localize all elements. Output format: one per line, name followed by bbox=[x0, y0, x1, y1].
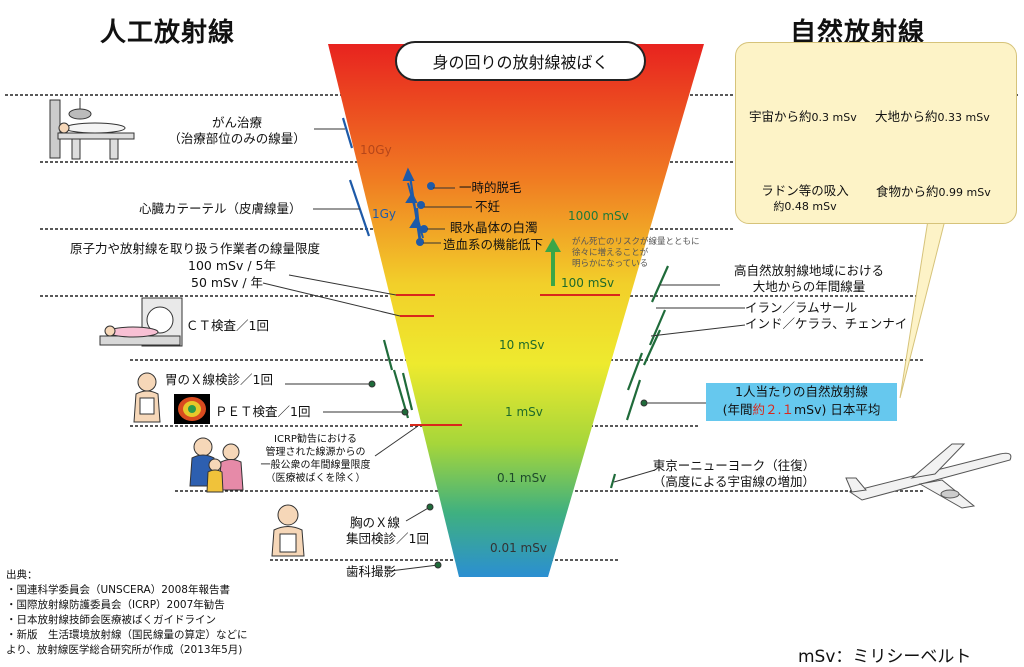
scale-label: 1Gy bbox=[372, 207, 397, 221]
scale-label: 1 mSv bbox=[505, 405, 543, 419]
natural-radon: ラドン等の吸入約0.48 mSv bbox=[761, 183, 849, 213]
label-flight: 東京ーニューヨーク（往復）（高度による宇宙線の増加） bbox=[652, 458, 816, 489]
scale-label: 0.1 mSv bbox=[497, 471, 547, 485]
label-worker-5yr: 100 mSv / 5年 bbox=[188, 258, 276, 273]
label-india: インド／ケララ、チェンナイ bbox=[745, 316, 908, 331]
natural-radiation-box bbox=[735, 42, 1017, 224]
label-chest-xray: 胸のＸ線集団検診／1回 bbox=[346, 515, 429, 546]
dose-funnel bbox=[328, 44, 704, 577]
effect-hematopoietic: 造血系の機能低下 bbox=[443, 237, 544, 252]
label-pet: ＰＥＴ検査／1回 bbox=[215, 404, 311, 419]
japan-average-box: 1人当たりの自然放射線 (年間約２.１mSv) 日本平均 bbox=[706, 383, 897, 421]
pet-brain-icon bbox=[174, 394, 210, 424]
effect-sterility: 不妊 bbox=[475, 199, 501, 214]
family-icon bbox=[189, 437, 244, 493]
natural-food: 食物から約0.99 mSv bbox=[876, 184, 991, 199]
scale-label: 10 mSv bbox=[499, 338, 545, 352]
man-icon bbox=[133, 372, 161, 423]
effect-cataract: 眼水晶体の白濁 bbox=[450, 220, 538, 235]
scale-label: 1000 mSv bbox=[568, 209, 629, 223]
scale-label: 10Gy bbox=[360, 143, 392, 157]
natural-space: 宇宙から約0.3 mSv bbox=[749, 109, 857, 124]
effect-hair-loss: 一時的脱毛 bbox=[459, 180, 522, 195]
unit-note: mSv：ミリシーベルト bbox=[798, 647, 972, 667]
heading-artificial: 人工放射線 bbox=[100, 18, 236, 48]
natural-ground: 大地から約0.33 mSv bbox=[875, 109, 990, 124]
boy-icon bbox=[271, 504, 305, 557]
ct-scanner-icon bbox=[99, 297, 183, 347]
scale-label: 100 mSv bbox=[561, 276, 615, 290]
label-ct: ＣＴ検査／1回 bbox=[186, 318, 269, 333]
label-icrp: ICRP勧告における管理された線源からの一般公衆の年間線量限度（医療被ばくを除く… bbox=[260, 434, 371, 484]
label-dental: 歯科撮影 bbox=[346, 564, 397, 579]
label-catheter: 心臓カテーテル（皮膚線量） bbox=[139, 201, 302, 216]
scale-label: 0.01 mSv bbox=[490, 541, 547, 555]
center-title: 身の回りの放射線被ばく bbox=[395, 41, 646, 81]
label-iran: イラン／ラムサール bbox=[745, 300, 858, 315]
lamp-icon bbox=[68, 98, 92, 120]
bed-icon bbox=[49, 99, 135, 160]
label-stomach-xray: 胃のＸ線検診／1回 bbox=[165, 372, 273, 387]
sources: 出典：・国連科学委員会（UNSCERA）2008年報告書・国際放射線防護委員会（… bbox=[6, 569, 248, 656]
label-high-natural-area: 高自然放射線地域における大地からの年間線量 bbox=[733, 263, 884, 294]
label-cancer-therapy: がん治療（治療部位のみの線量） bbox=[168, 115, 306, 146]
airplane-icon bbox=[845, 443, 1012, 509]
label-worker-limit: 原子力や放射線を取り扱う作業者の線量限度 bbox=[70, 241, 321, 256]
cancer-risk-note: がん死亡のリスクが線量とともに徐々に増えることが明らかになっている bbox=[572, 237, 700, 269]
label-worker-1yr: 50 mSv / 年 bbox=[191, 275, 264, 290]
